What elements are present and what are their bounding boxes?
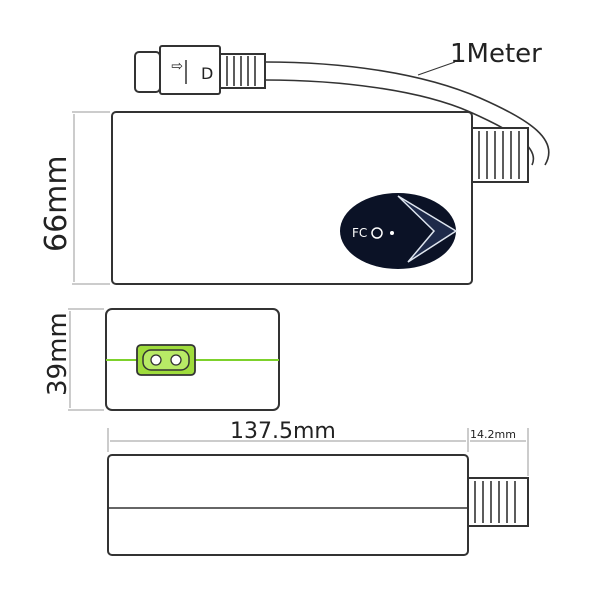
adapter-top-view: [111, 111, 529, 285]
strain-relief-label: 14.2mm: [470, 428, 516, 441]
adapter-side-view: [107, 454, 529, 556]
dc-plug: ⇩ D: [134, 45, 266, 95]
adapter-end-view: [105, 308, 280, 411]
depth-label: 39mm: [43, 312, 73, 396]
depth-dimension: [68, 308, 104, 411]
svg-text:⇩: ⇩: [170, 60, 186, 72]
height-dimension: [72, 111, 110, 285]
strain-relief-dimension: [470, 428, 529, 476]
cable-length-label: 1Meter: [450, 39, 542, 69]
cable: [264, 61, 550, 166]
length-dimension: [107, 428, 469, 452]
svg-text:D: D: [201, 64, 213, 83]
cable-leader-line: [417, 61, 456, 76]
logo-text: FC: [352, 226, 367, 240]
logo-badge: FC: [340, 193, 458, 269]
length-label: 137.5mm: [230, 419, 336, 444]
height-label: 66mm: [39, 155, 74, 252]
